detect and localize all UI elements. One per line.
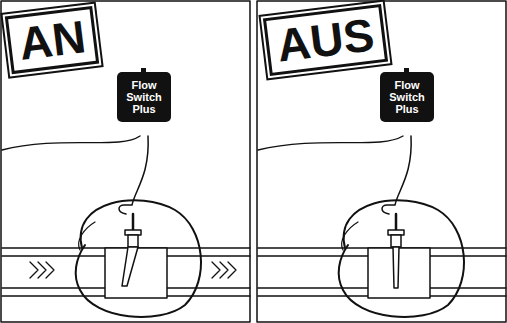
- device-box: Flow Switch Plus: [117, 72, 171, 122]
- device-label: Flow Switch Plus: [384, 79, 430, 115]
- device-box: Flow Switch Plus: [380, 72, 434, 122]
- right-illustration: [258, 136, 506, 317]
- state-label: AN: [16, 10, 88, 70]
- left-illustration: [2, 136, 250, 317]
- state-tag: AN: [5, 6, 100, 74]
- panel-frame: [1, 1, 250, 322]
- state-tag: AUS: [263, 4, 388, 76]
- panel-frame: [257, 1, 506, 322]
- device-label: Flow Switch Plus: [121, 79, 167, 115]
- state-label: AUS: [275, 8, 378, 71]
